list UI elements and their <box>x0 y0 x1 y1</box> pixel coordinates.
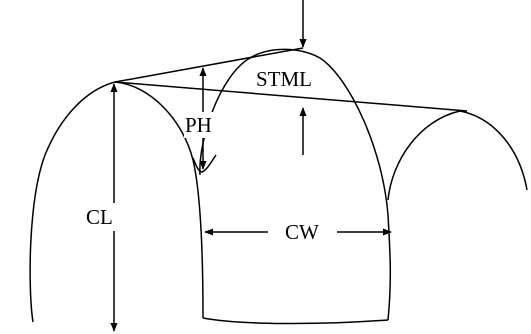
zenith-line-left-central <box>114 47 304 83</box>
stml-label: STML <box>256 67 312 91</box>
cl-label: CL <box>86 205 113 229</box>
cl-label-bg <box>84 203 132 231</box>
left-tooth-outline <box>29 81 204 323</box>
ph-label: PH <box>185 113 212 137</box>
central-tooth-outline <box>199 48 392 321</box>
zenith-line-left-right <box>114 81 468 112</box>
right-tooth-outline <box>387 110 528 201</box>
cw-label: CW <box>285 220 319 244</box>
tooth-base-line <box>202 317 389 325</box>
ph-label-bg <box>184 112 224 138</box>
papilla-tip <box>192 154 217 173</box>
